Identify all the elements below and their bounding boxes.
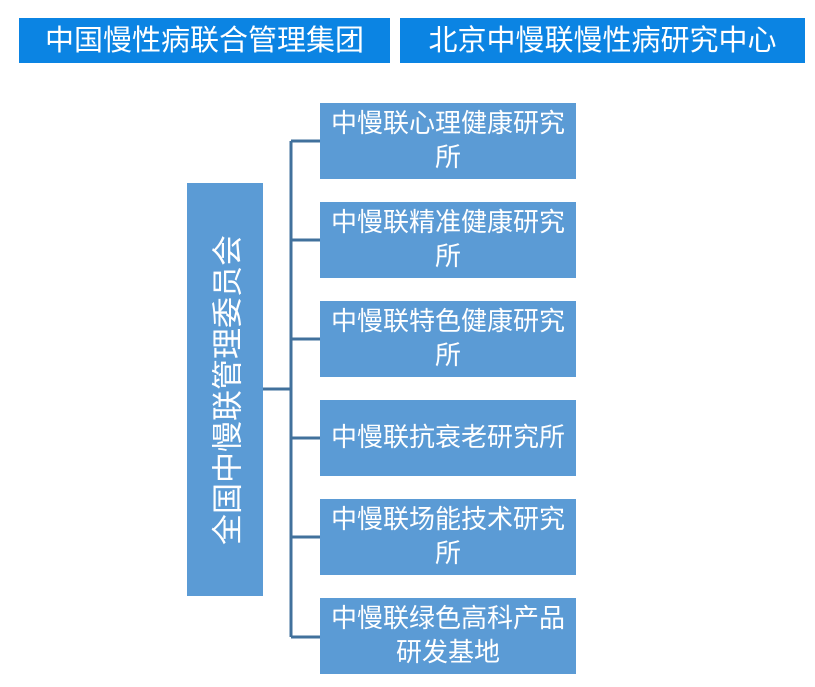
child-node-label: 中慢联抗衰老研究所	[330, 423, 565, 453]
root-node-committee: 全国中慢联管理委员会	[187, 183, 263, 596]
child-node-green-hightech-products: 中慢联绿色高科产品研发基地	[320, 598, 576, 674]
child-node-label: 中慢联特色健康研究所	[330, 307, 565, 371]
child-node-label: 中慢联绿色高科产品研发基地	[330, 604, 565, 668]
child-node-label: 中慢联场能技术研究所	[330, 505, 565, 569]
research-center-title-banner: 北京中慢联慢性病研究中心	[400, 18, 805, 63]
child-node-precision-health: 中慢联精准健康研究所	[320, 202, 576, 278]
child-node-label: 中慢联精准健康研究所	[330, 208, 565, 272]
child-node-field-energy-tech: 中慢联场能技术研究所	[320, 499, 576, 575]
group-title-banner: 中国慢性病联合管理集团	[19, 18, 390, 63]
child-node-anti-aging: 中慢联抗衰老研究所	[320, 400, 576, 476]
child-node-label: 中慢联心理健康研究所	[330, 109, 565, 173]
root-node-label: 全国中慢联管理委员会	[210, 234, 247, 545]
child-node-psychological-health: 中慢联心理健康研究所	[320, 103, 576, 179]
child-node-characteristic-health: 中慢联特色健康研究所	[320, 301, 576, 377]
